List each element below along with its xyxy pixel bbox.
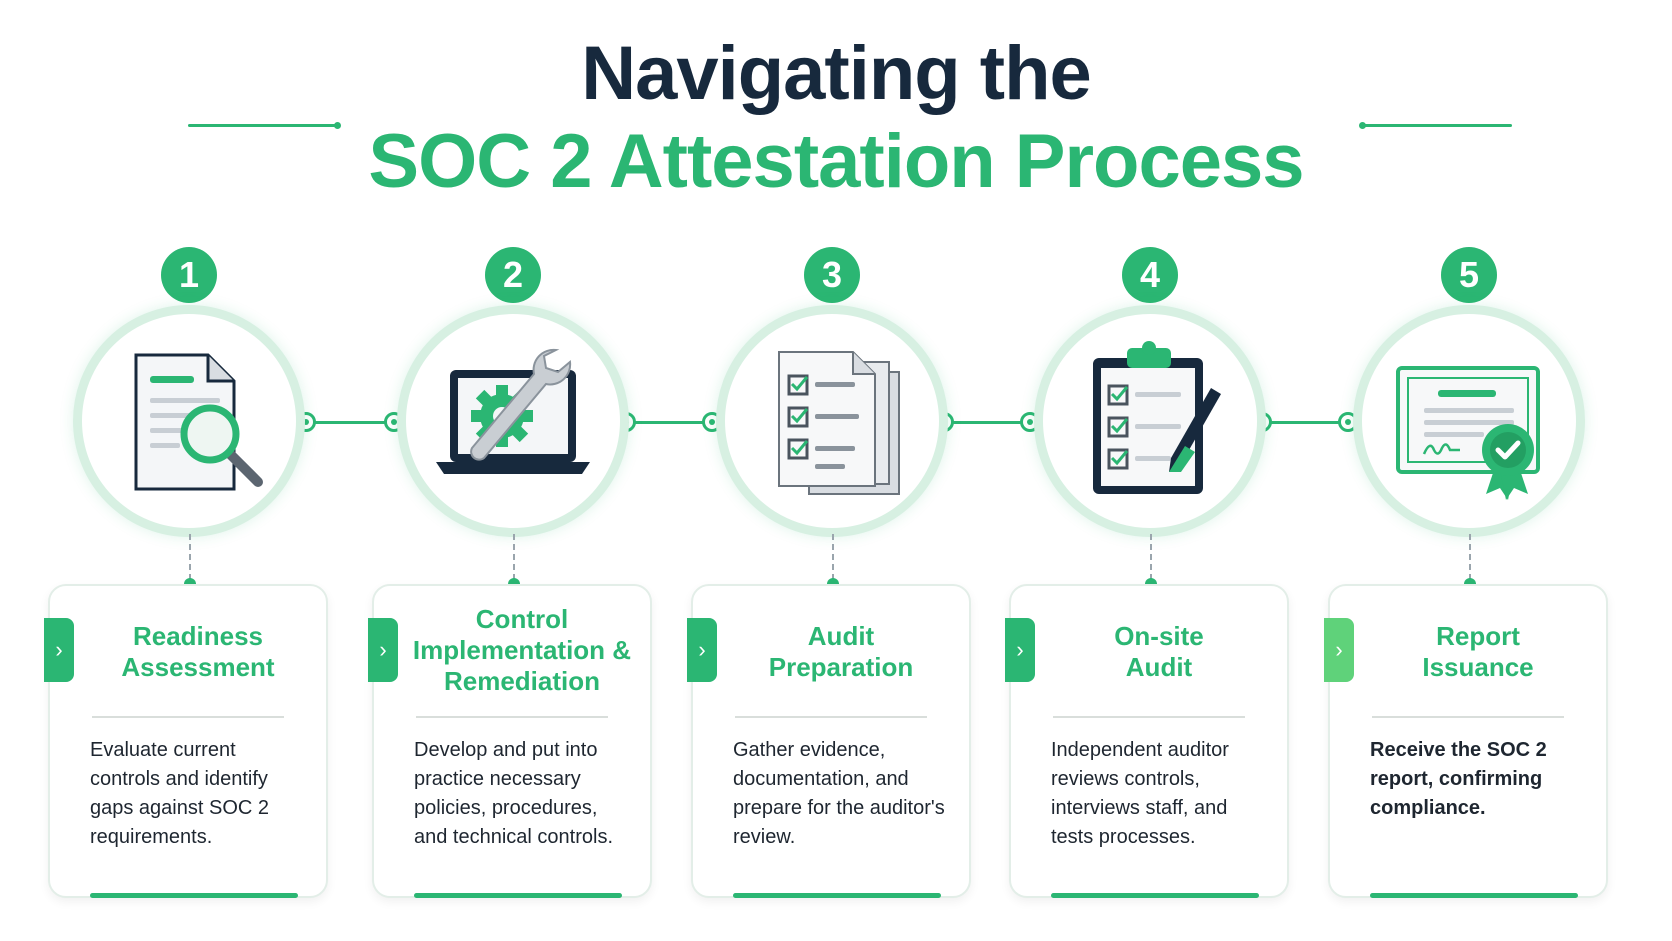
title-line-1: Navigating the: [581, 31, 1092, 116]
card-chevron-icon: ›: [687, 618, 717, 682]
card-accent-bar: [1051, 893, 1259, 898]
step-title-line: Implementation &: [412, 634, 632, 665]
card-accent-bar: [90, 893, 298, 898]
step-drop-line-1: [189, 534, 191, 580]
connector-4-5: [1260, 421, 1350, 424]
step-description-2: Develop and put into practice necessary …: [414, 739, 614, 848]
step-title-line: Audit: [1125, 652, 1193, 682]
step-title-line: On-site: [1114, 621, 1204, 651]
step-ring-1: [73, 305, 305, 537]
card-accent-bar: [414, 893, 622, 898]
step-title-line: Preparation: [768, 652, 914, 682]
step-description-1: Evaluate current controls and identify g…: [90, 739, 269, 848]
step-drop-line-5: [1469, 534, 1471, 580]
card-divider: [416, 716, 608, 718]
card-divider: [92, 716, 284, 718]
step-ring-4: [1034, 305, 1266, 537]
step-ring-5: [1353, 305, 1585, 537]
step-number-1: 1: [161, 247, 217, 303]
card-chevron-icon: ›: [44, 618, 74, 682]
step-ring-2: [397, 305, 629, 537]
step-card-2: › Control Implementation & Remediation D…: [368, 584, 652, 898]
title-rule-right: [1359, 122, 1512, 129]
step-title-line: Readiness: [132, 621, 264, 651]
card-divider: [1372, 716, 1564, 718]
step-card-5: › Report Issuance Receive the SOC 2 repo…: [1324, 584, 1608, 898]
connector-3-4: [942, 421, 1032, 424]
document-magnifier-icon: [134, 353, 263, 491]
step-title-line: Issuance: [1422, 652, 1534, 682]
connector-1-2: [305, 421, 395, 424]
step-drop-line-4: [1150, 534, 1152, 580]
step-title-line: Assessment: [121, 652, 275, 682]
step-description-3: Gather evidence, documentation, and prep…: [733, 739, 945, 848]
card-chevron-icon: ›: [368, 618, 398, 682]
card-accent-bar: [1370, 893, 1578, 898]
step-title-2: Control Implementation & Remediation: [404, 596, 640, 704]
step-card-3: › Audit Preparation Gather evidence, doc…: [687, 584, 971, 898]
checklist-documents-icon: [778, 351, 900, 495]
step-title-line: Control: [475, 603, 569, 634]
page-title: Navigating the SOC 2 Attestation Process: [0, 30, 1672, 206]
card-divider: [1053, 716, 1245, 718]
clipboard-pen-icon: [1093, 341, 1221, 494]
title-line-2: SOC 2 Attestation Process: [368, 119, 1304, 204]
step-drop-line-2: [513, 534, 515, 580]
step-title-line: Report: [1436, 621, 1520, 651]
laptop-gear-wrench-icon: [436, 348, 590, 474]
step-title-4: On-site Audit: [1041, 612, 1277, 692]
connector-2-3: [624, 421, 714, 424]
card-chevron-icon: ›: [1324, 618, 1354, 682]
card-divider: [735, 716, 927, 718]
step-description-4: Independent auditor reviews controls, in…: [1051, 739, 1229, 848]
step-title-5: Report Issuance: [1360, 612, 1596, 692]
step-number-2: 2: [485, 247, 541, 303]
card-accent-bar: [733, 893, 941, 898]
certificate-badge-icon: [1396, 366, 1540, 500]
step-number-4: 4: [1122, 247, 1178, 303]
card-chevron-icon: ›: [1005, 618, 1035, 682]
step-ring-3: [716, 305, 948, 537]
step-description-5: Receive the SOC 2 report, confirming com…: [1370, 739, 1547, 819]
step-card-4: › On-site Audit Independent auditor revi…: [1005, 584, 1289, 898]
step-number-5: 5: [1441, 247, 1497, 303]
step-title-1: Readiness Assessment: [80, 612, 316, 692]
step-card-1: › Readiness Assessment Evaluate current …: [44, 584, 328, 898]
title-rule-left: [188, 122, 341, 129]
step-title-line: Audit: [807, 621, 875, 651]
step-drop-line-3: [832, 534, 834, 580]
step-title-line: Remediation: [443, 665, 600, 696]
step-title-3: Audit Preparation: [723, 612, 959, 692]
step-number-3: 3: [804, 247, 860, 303]
